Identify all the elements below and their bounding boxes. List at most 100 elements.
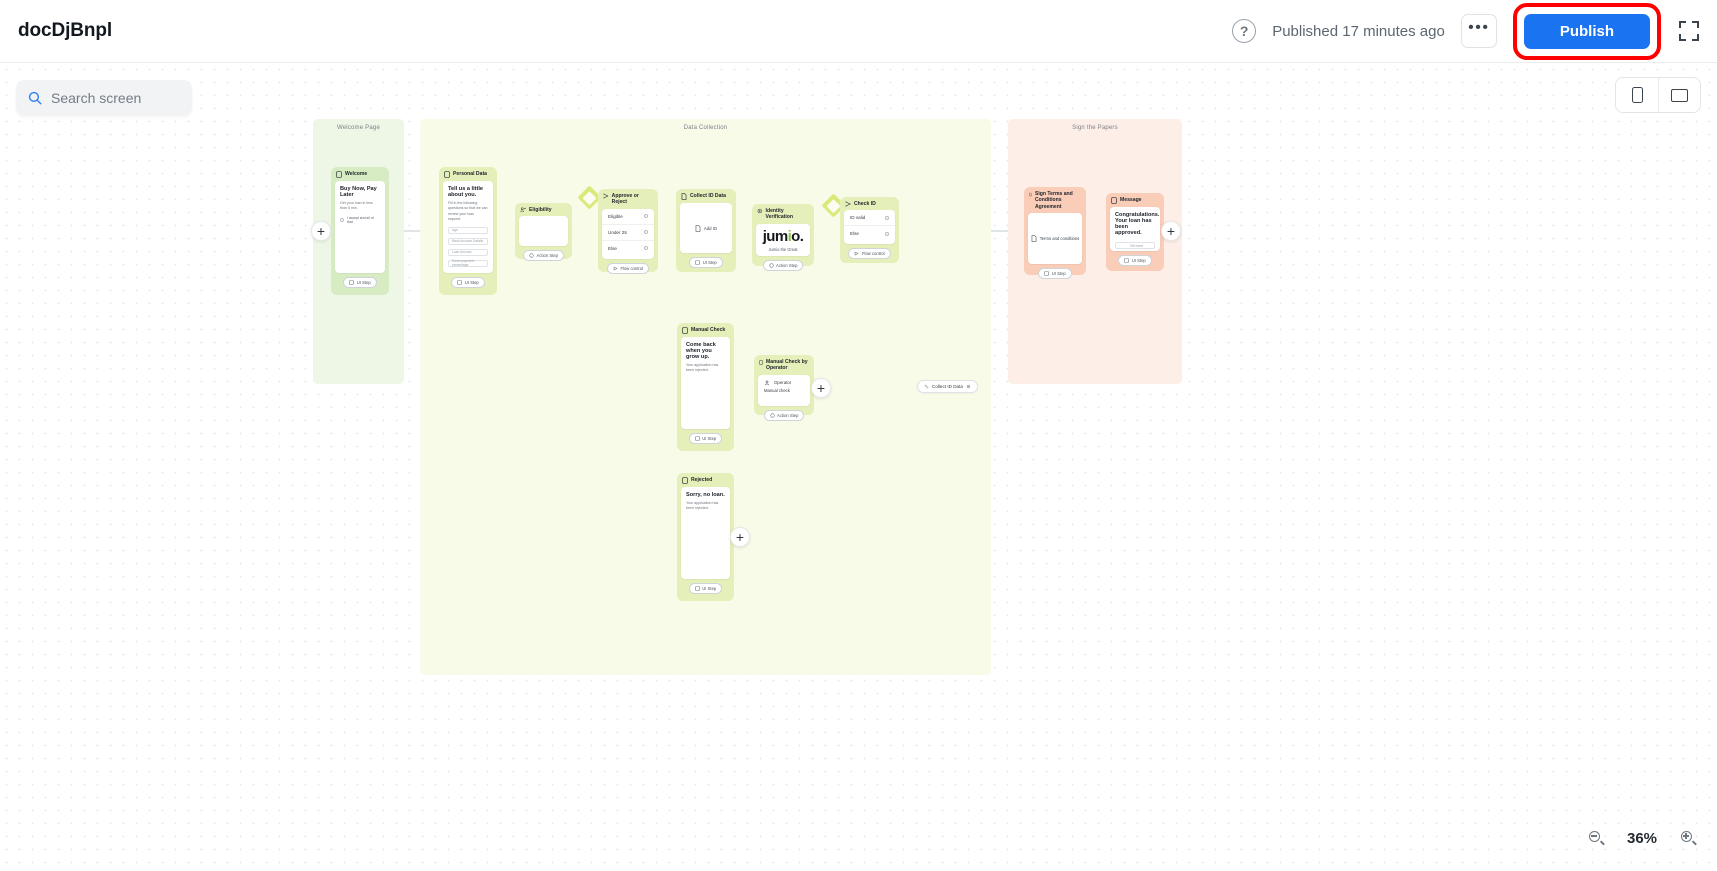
node-body[interactable]: ID valid Else [844, 210, 895, 245]
flow-canvas[interactable]: Welcome Page Data Collection Sign the Pa… [0, 63, 1717, 871]
node-type-chip[interactable]: UI Step [1038, 268, 1072, 280]
branch-option[interactable]: Eligible [602, 209, 654, 225]
desktop-view-icon[interactable] [1658, 78, 1700, 112]
node-type-chip[interactable]: Action Step [762, 259, 804, 271]
node-type-chip[interactable]: UI Step [343, 277, 377, 288]
output-port[interactable] [885, 215, 889, 220]
node-body[interactable]: Eligible Under 25 Else [602, 208, 654, 259]
output-port[interactable] [885, 231, 889, 236]
node-type-chip[interactable]: UI Step [689, 257, 723, 268]
node-body[interactable]: Add ID [680, 203, 732, 253]
node-message[interactable]: Message Congratulations. Your loan has b… [1106, 193, 1164, 271]
mobile-view-icon[interactable] [1616, 78, 1658, 112]
option-label: Else [608, 245, 617, 251]
node-collect-id-data[interactable]: Collect ID Data Add ID UI Step [676, 189, 736, 272]
node-title: Welcome [345, 171, 368, 177]
mobile-screen-icon [682, 327, 688, 334]
ui-step-icon [694, 436, 700, 441]
zoom-out-icon[interactable] [1583, 825, 1609, 851]
action-step-icon [769, 413, 775, 418]
input-field[interactable]: Age [448, 226, 488, 234]
chip-label: Action Step [536, 253, 558, 259]
radio-option[interactable]: I accept and all of that [340, 216, 380, 224]
input-field[interactable]: Down payment percentage [448, 259, 488, 267]
plugin-icon [757, 208, 762, 214]
branch-icon [845, 201, 851, 207]
zoom-in-icon[interactable] [1675, 825, 1701, 851]
output-port[interactable] [644, 214, 648, 219]
publish-button[interactable]: Publish [1523, 13, 1650, 49]
node-approve-or-reject[interactable]: Approve or Reject Eligible Under 25 Else… [598, 189, 658, 274]
node-type-chip[interactable]: Action Step [523, 250, 564, 262]
node-manual-check[interactable]: Manual Check Come back when you grow up.… [677, 323, 734, 451]
screen-sub: Your application has been rejected. [686, 363, 719, 373]
node-welcome[interactable]: Welcome Buy Now, Pay Later Get your loan… [331, 167, 389, 295]
branch-option[interactable]: ID valid [844, 210, 895, 227]
input-field[interactable]: Loan Amount [448, 248, 488, 256]
option-label: Under 25 [608, 229, 627, 235]
ui-step-icon [1124, 258, 1130, 263]
ui-step-icon [694, 586, 700, 591]
mobile-screen-icon [1111, 197, 1117, 204]
node-body[interactable]: Tell us a little about you. Fill in the … [443, 181, 493, 273]
jumio-caption: Jumio the Great [768, 246, 798, 252]
branch-option[interactable]: Else [602, 241, 654, 256]
chip-label: UI Step [702, 436, 717, 441]
help-icon[interactable]: ? [1232, 19, 1257, 43]
published-status: Published 17 minutes ago [1272, 22, 1445, 40]
search-input[interactable]: Search screen [16, 80, 192, 116]
search-placeholder: Search screen [51, 90, 142, 106]
chip-label: UI Step [464, 280, 479, 285]
node-sign-terms-and-conditions[interactable]: Sign Terms and Conditions Agreement Term… [1024, 187, 1086, 280]
branch-option[interactable]: Else [844, 226, 895, 241]
node-body[interactable]: Congratulations. Your loan has been appr… [1110, 207, 1160, 251]
output-port[interactable] [644, 246, 648, 251]
node-body[interactable]: Operator Manual check [758, 374, 810, 406]
action-step-icon [529, 253, 534, 258]
node-body[interactable]: Sorry, no loan. Your application has bee… [681, 487, 730, 579]
node-type-chip[interactable]: Action Step [763, 409, 805, 421]
node-type-chip[interactable]: UI Step [451, 277, 485, 288]
node-manual-check-by-operator[interactable]: Manual Check by Operator Operator Manual… [754, 355, 814, 421]
page-title: docDjBnpl [18, 20, 113, 41]
document-icon [1029, 192, 1032, 197]
node-body[interactable]: Terms and conditions [1028, 213, 1082, 265]
chip-label: Flow control [861, 251, 885, 257]
input-field[interactable]: Bank Account Details [448, 237, 488, 245]
node-collect-id-data-reference[interactable]: Collect ID Data [917, 380, 978, 393]
message-plus-button[interactable]: + [1161, 221, 1181, 241]
node-footer: Flow control [840, 244, 899, 264]
node-body[interactable]: Come back when you grow up. Your applica… [681, 337, 730, 429]
node-eligibility[interactable]: Eligibility Action Step [515, 203, 572, 262]
node-header: Welcome [331, 167, 389, 181]
node-type-chip[interactable]: Flow control [848, 248, 891, 260]
node-type-chip[interactable]: UI Step [688, 433, 723, 444]
node-type-chip[interactable]: Flow control [606, 262, 650, 274]
node-header: Manual Check by Operator [754, 355, 814, 375]
node-rejected[interactable]: Rejected Sorry, no loan. Your applicatio… [677, 473, 734, 601]
message-item[interactable]: Tell more [1115, 242, 1155, 249]
node-type-chip[interactable]: UI Step [688, 583, 723, 594]
node-footer: UI Step [1024, 264, 1086, 284]
node-title: Personal Data [453, 171, 487, 177]
chip-label: UI Step [356, 280, 371, 285]
node-check-id[interactable]: Check ID ID valid Else Flow control [840, 197, 899, 263]
more-options-button[interactable]: ••• [1460, 14, 1497, 48]
node-identity-verification[interactable]: Identity Verification jumio. Jumio the G… [752, 204, 814, 271]
node-type-chip[interactable]: UI Step [1118, 255, 1152, 266]
reference-label: Collect ID Data [932, 384, 963, 389]
start-plus-button[interactable]: + [311, 221, 331, 241]
node-footer: Action Step [754, 406, 814, 426]
node-header: Collect ID Data [676, 189, 736, 203]
node-title: Check ID [854, 201, 876, 207]
branch-option[interactable]: Under 25 [602, 225, 654, 241]
rejected-plus-button[interactable]: + [730, 527, 750, 547]
item-label: Add ID [703, 225, 718, 231]
node-body[interactable]: Buy Now, Pay Later Get your loan in less… [335, 181, 385, 273]
output-port[interactable] [644, 230, 648, 235]
node-personal-data[interactable]: Personal Data Tell us a little about you… [439, 167, 497, 295]
node-body[interactable] [519, 216, 568, 247]
node-title: Rejected [691, 477, 713, 483]
manual-check-operator-plus-button[interactable]: + [811, 378, 831, 398]
fullscreen-icon[interactable] [1679, 21, 1699, 41]
